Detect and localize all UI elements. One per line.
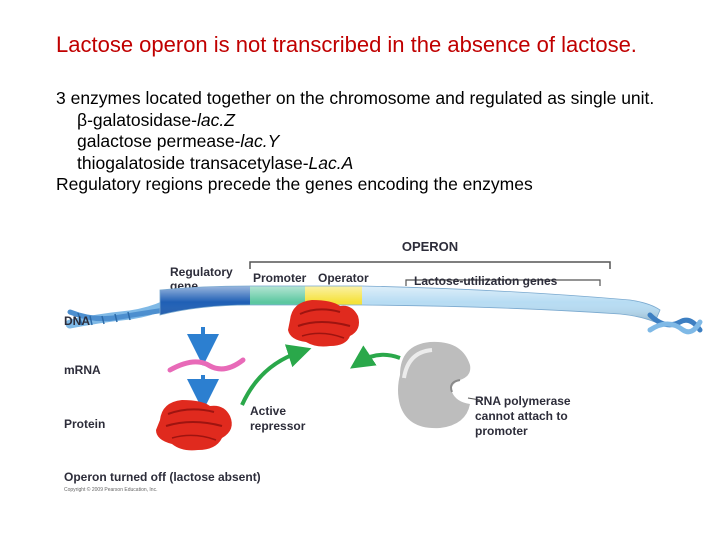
blocked-arrow-icon — [350, 345, 401, 369]
repressor-binding-arrow-icon — [240, 344, 312, 406]
enzyme-item-1: β-galatosidase-lac.Z — [56, 110, 696, 132]
operator-label: Operator — [318, 271, 369, 285]
enzyme-name-2: galactose permease- — [77, 131, 241, 151]
operon-bracket — [249, 261, 611, 269]
enzyme-name-3: thiogalatoside transacetylase- — [77, 152, 309, 173]
promoter-label: Promoter — [253, 271, 307, 285]
enzyme-gene-2: lac.Y — [240, 131, 280, 151]
lac-genes-bracket — [405, 279, 601, 286]
slide-body: 3 enzymes located together on the chromo… — [56, 88, 696, 196]
body-line-1: 3 enzymes located together on the chromo… — [56, 88, 655, 108]
body-line-last: Regulatory regions precede the genes enc… — [56, 174, 533, 194]
active-repressor-icon — [156, 400, 232, 451]
dna-strand — [65, 285, 703, 335]
active-repressor-label-1: Active — [250, 404, 286, 418]
active-repressor-label-2: repressor — [250, 419, 306, 433]
enzyme-name-1: β-galatosidase- — [77, 109, 197, 130]
lactose-genes-label: Lactose-utilization genes — [414, 274, 558, 288]
rna-polymerase-pointer — [467, 397, 481, 401]
enzyme-gene-3: Lac.A — [308, 152, 354, 173]
dna-label: DNA — [64, 314, 90, 328]
slide-title: Lactose operon is not transcribed in the… — [56, 32, 637, 57]
enzyme-item-2: galactose permease-lac.Y — [56, 131, 696, 153]
protein-label: Protein — [64, 417, 105, 431]
rna-polymerase-label-1: RNA polymerase — [475, 394, 571, 408]
operon-label: OPERON — [402, 239, 458, 254]
rna-polymerase-icon — [398, 341, 471, 429]
bound-repressor-icon — [288, 300, 359, 347]
mrna-strand — [167, 357, 246, 373]
rna-polymerase-label-2: cannot attach to — [475, 409, 568, 423]
mrna-label: mRNA — [64, 363, 101, 377]
copyright-notice: Copyright © 2009 Pearson Education, Inc. — [64, 486, 157, 493]
rna-polymerase-label-3: promoter — [475, 424, 528, 438]
diagram-caption: Operon turned off (lactose absent) — [64, 470, 261, 484]
regulatory-gene-label-1: Regulatory — [170, 265, 233, 279]
enzyme-gene-1: lac.Z — [197, 109, 235, 130]
enzyme-item-3: thiogalatoside transacetylase-Lac.A — [56, 153, 696, 175]
